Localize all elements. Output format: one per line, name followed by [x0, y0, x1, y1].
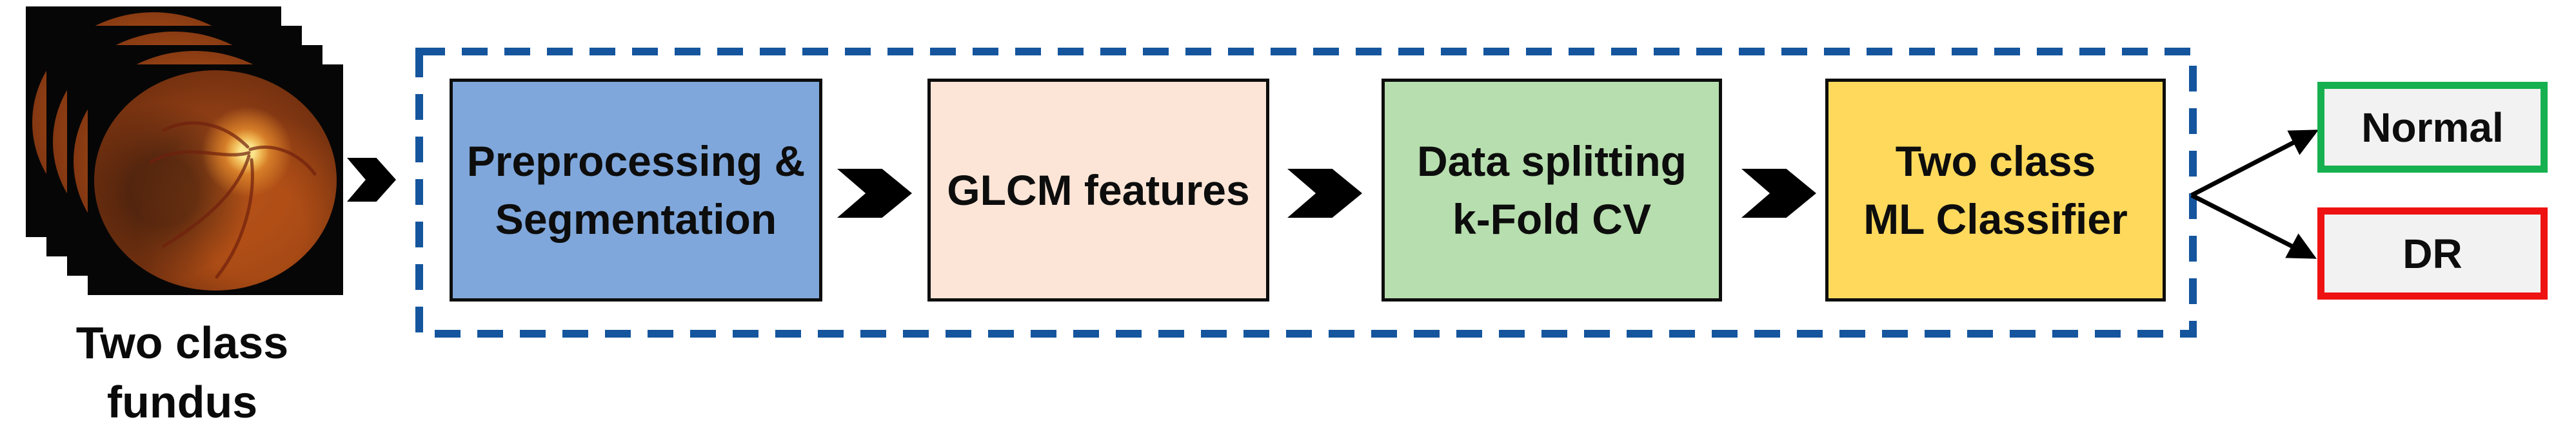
- retina-image: [94, 70, 337, 291]
- output-box-dr: DR: [2317, 207, 2548, 300]
- fundus-image-stack: [26, 6, 374, 296]
- stage-data-splitting-kfold: Data splitting k-Fold CV: [1382, 79, 1722, 302]
- stage-glcm-features: GLCM features: [927, 79, 1269, 302]
- dataset-caption: Two class fundus image dataset: [75, 318, 289, 427]
- branch-arrows: [2190, 129, 2319, 259]
- output-label-dr: DR: [2403, 230, 2462, 277]
- dashed-frame: [415, 48, 2197, 338]
- output-label-normal: Normal: [2361, 104, 2504, 151]
- output-box-normal: Normal: [2317, 82, 2548, 173]
- stage-preprocessing-segmentation: Preprocessing & Segmentation: [450, 79, 822, 302]
- retina-vessels: [149, 121, 317, 279]
- stage-two-class-ml-classifier: Two class ML Classifier: [1825, 79, 2166, 302]
- fundus-layer-front: [88, 64, 343, 295]
